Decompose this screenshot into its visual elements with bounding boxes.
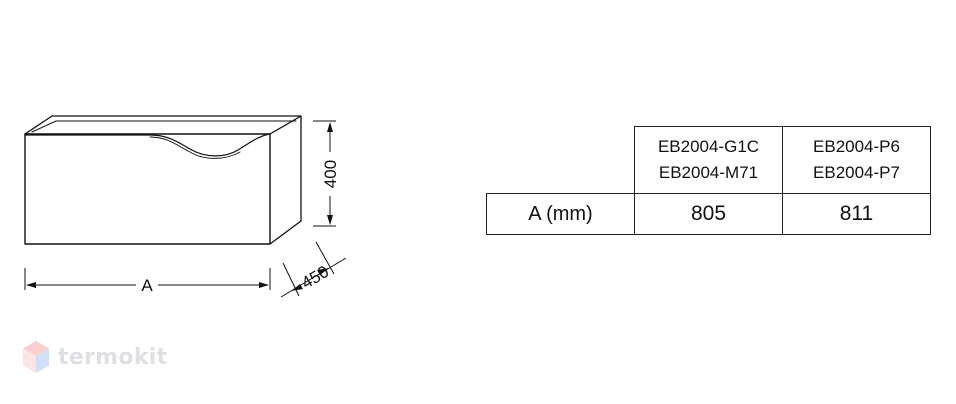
model-code: EB2004-P6	[813, 137, 900, 156]
dim-height-arrow-top	[327, 122, 333, 132]
table-model-cell-1: EB2004-G1C EB2004-M71	[634, 126, 783, 194]
cabinet-drawing: A 400 450	[24, 115, 347, 298]
dim-width-arrow-right	[259, 282, 269, 288]
table-value-cell: 811	[782, 193, 931, 235]
dim-depth-arrow-left	[291, 284, 303, 291]
watermark: termokit	[22, 340, 167, 374]
watermark-text: termokit	[58, 344, 168, 370]
dim-height-label: 400	[321, 160, 340, 188]
cabinet-front-face	[24, 133, 271, 245]
cabinet-top-face	[24, 115, 302, 135]
table-corner-cell	[486, 126, 635, 194]
dim-depth-arrow-right	[317, 268, 329, 275]
table-row: A (mm) 805 811	[486, 193, 931, 235]
dim-width-arrow-left	[26, 282, 36, 288]
model-code: EB2004-M71	[658, 163, 759, 182]
table-value-cell: 805	[634, 193, 783, 235]
dim-depth-label: 450	[298, 262, 332, 293]
model-code: EB2004-G1C	[657, 137, 760, 156]
table-row-label: A (mm)	[486, 193, 635, 235]
cabinet-handle-groove	[24, 133, 271, 157]
model-code: EB2004-P7	[813, 163, 900, 182]
cabinet-top-edge	[31, 120, 297, 133]
cabinet-side-face	[269, 115, 302, 245]
dim-width-label: A	[141, 276, 153, 295]
spec-table: EB2004-G1C EB2004-M71 EB2004-P6 EB2004-P…	[486, 126, 931, 235]
dim-height-arrow-bottom	[327, 215, 333, 225]
termokit-logo-icon	[23, 341, 49, 373]
dim-depth-ext-left	[282, 262, 300, 297]
table-model-cell-2: EB2004-P6 EB2004-P7	[782, 126, 931, 194]
table-header-row: EB2004-G1C EB2004-M71 EB2004-P6 EB2004-P…	[486, 126, 931, 194]
cabinet-handle-groove-lower	[149, 136, 241, 159]
dim-depth-ext-right	[315, 241, 335, 275]
